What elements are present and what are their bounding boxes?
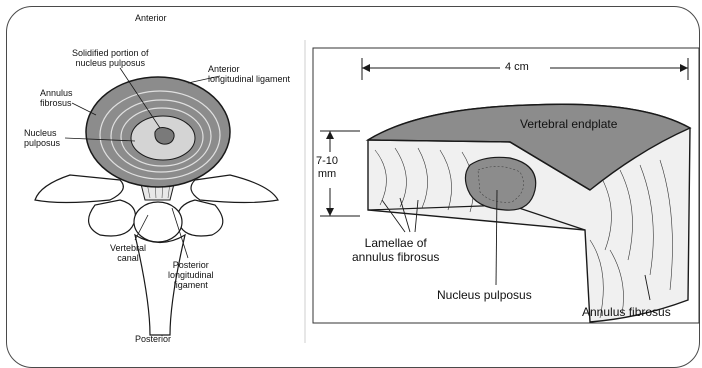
left-transverse-process bbox=[35, 175, 123, 203]
label-height-7-10mm: 7-10 mm bbox=[316, 155, 338, 181]
label-annulus-fibrosus: Annulus fibrosus bbox=[40, 88, 73, 108]
label-solidified-nucleus: Solidified portion of nucleus pulposus bbox=[72, 48, 149, 68]
right-transverse-process bbox=[191, 175, 278, 203]
label-lamellae: Lamellae of annulus fibrosus bbox=[352, 236, 439, 264]
vertebral-canal bbox=[134, 202, 182, 242]
label-nucleus-pulposus: Nucleus pulposus bbox=[24, 128, 60, 148]
label-annulus-fibrosus-right: Annulus fibrosus bbox=[582, 305, 671, 319]
left-lamina bbox=[89, 200, 136, 236]
solidified-nucleus bbox=[155, 128, 174, 145]
label-posterior-longitudinal-ligament: Posterior longitudinal ligament bbox=[168, 260, 214, 290]
label-width-4cm: 4 cm bbox=[505, 61, 529, 74]
label-nucleus-pulposus-right: Nucleus pulposus bbox=[437, 288, 532, 302]
label-vertebral-endplate: Vertebral endplate bbox=[520, 117, 617, 131]
label-anterior-longitudinal-ligament: Anterior longitudinal ligament bbox=[208, 64, 290, 84]
right-lamina bbox=[178, 200, 223, 236]
label-anterior: Anterior bbox=[135, 13, 167, 23]
label-vertebral-canal: Vertebral canal bbox=[110, 243, 146, 263]
